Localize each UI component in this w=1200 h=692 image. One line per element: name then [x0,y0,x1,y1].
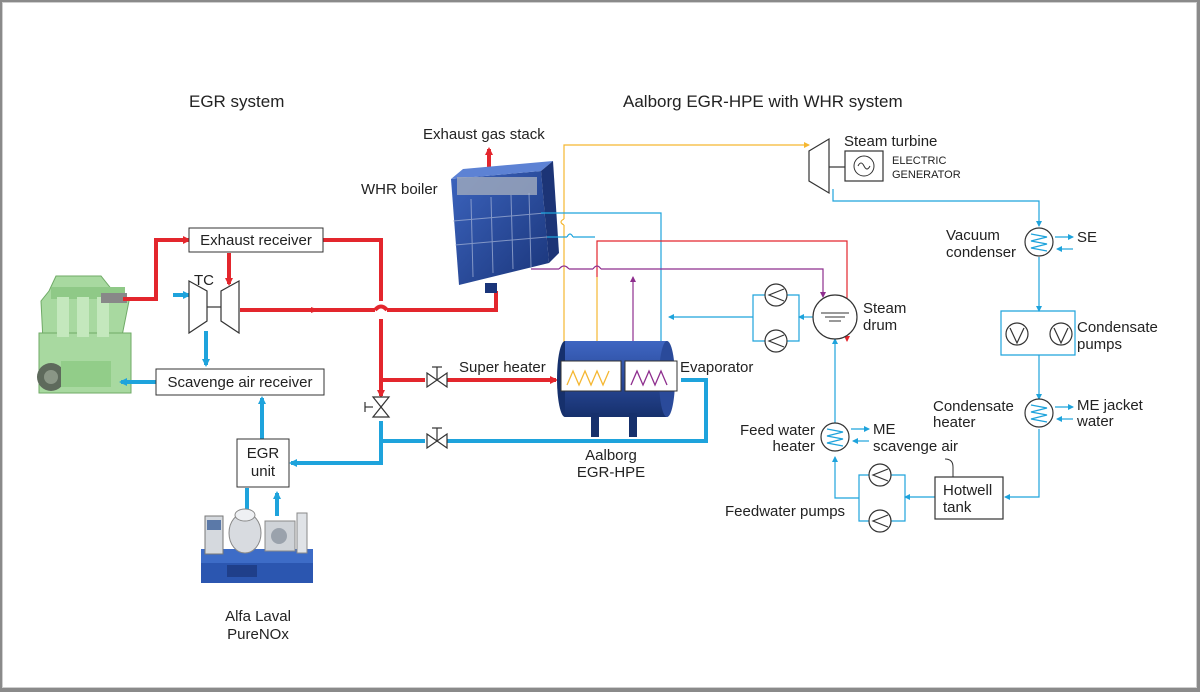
circulation-pump-icon [764,329,788,353]
hotwell-tank: Hotwell tank [934,476,1004,520]
hot-water-lines [596,240,850,342]
svg-text:unit: unit [251,463,276,480]
whr-boiler-image [451,161,559,293]
svg-text:Exhaust receiver: Exhaust receiver [200,232,312,249]
super-heater-label: Super heater [459,359,546,376]
whr-system-title: Aalborg EGR-HPE with WHR system [623,92,903,111]
condensate-pumps-label-2: pumps [1077,336,1122,353]
condensate-heater [1024,398,1054,428]
exhaust-gas-lines [123,147,556,398]
egr-hpe-label: EGR-HPE [577,464,645,481]
steam-turbine-icon [808,137,845,195]
me-scavenge-label-2: scavenge air [873,438,958,455]
alfa-laval-purenox-image [201,508,313,583]
evaporator-label: Evaporator [680,359,753,376]
super-heater-coil [560,360,622,392]
line-crossover [558,265,602,270]
circulation-pump-icon [764,283,788,307]
condensate-pump-icon [1049,322,1073,346]
steam-drum-label-2: drum [863,317,897,334]
main-engine-image [37,275,132,394]
scavenge-air-lines [119,291,708,518]
egr-unit: EGR unit [236,438,290,488]
svg-text:GENERATOR: GENERATOR [892,169,961,181]
scavenge-air-receiver: Scavenge air receiver [155,368,325,396]
flow-arrow [311,307,319,313]
whr-boiler-label: WHR boiler [361,181,438,198]
purenox-label: PureNOx [227,626,289,643]
svg-text:ELECTRIC: ELECTRIC [892,155,946,167]
line-crossover [560,218,565,226]
condensate-heater-label: Condensate [933,398,1014,415]
feedwater-pump-icon [868,463,892,487]
me-jacket-label-2: water [1076,413,1114,430]
line-crossover [566,233,574,238]
me-jacket-label: ME jacket [1077,397,1144,414]
svg-text:Scavenge air receiver: Scavenge air receiver [167,374,312,391]
vacuum-condenser [1024,227,1054,257]
steam-drum [812,294,858,340]
feed-water-heater-label-2: heater [772,438,815,455]
condensate-pumps-label: Condensate [1077,319,1158,336]
valve-icon [364,396,391,418]
circulation-lines [531,268,823,361]
svg-text:EGR: EGR [247,445,280,462]
aalborg-label: Aalborg [585,447,637,464]
condensate-pump-icon [1005,322,1029,346]
vacuum-condenser-label: Vacuum [946,227,1000,244]
se-label: SE [1077,229,1097,246]
exhaust-crossover [373,304,389,312]
steam-drum-label: Steam [863,300,906,317]
svg-text:tank: tank [943,499,972,516]
electric-generator: ELECTRIC GENERATOR [844,150,961,182]
condensate-heater-label-2: heater [933,414,976,431]
whr-diagram: Exhaust receiver Scavenge air receiver E… [37,92,1158,643]
svg-text:Hotwell: Hotwell [943,482,992,499]
steam-lines [563,145,809,361]
evaporator-coil [624,360,678,392]
egr-system-title: EGR system [189,92,284,111]
exhaust-gas-stack-label: Exhaust gas stack [423,126,545,143]
me-scavenge-label: ME [873,421,896,438]
feedwater-pumps-label: Feedwater pumps [725,503,845,520]
turbocharger: TC [188,272,240,335]
vacuum-condenser-label-2: condenser [946,244,1016,261]
feedwater-pump-icon [868,509,892,533]
feed-water-heater [820,422,850,452]
valve-icon [426,366,448,389]
valve-icon [426,427,448,450]
exhaust-receiver: Exhaust receiver [188,227,324,253]
water-circulation-lines [541,189,1076,522]
hotwell-connector [944,458,954,477]
alfa-laval-label: Alfa Laval [225,608,291,625]
feed-water-heater-label: Feed water [740,422,815,439]
svg-text:TC: TC [194,272,214,289]
steam-turbine-label: Steam turbine [844,133,937,150]
